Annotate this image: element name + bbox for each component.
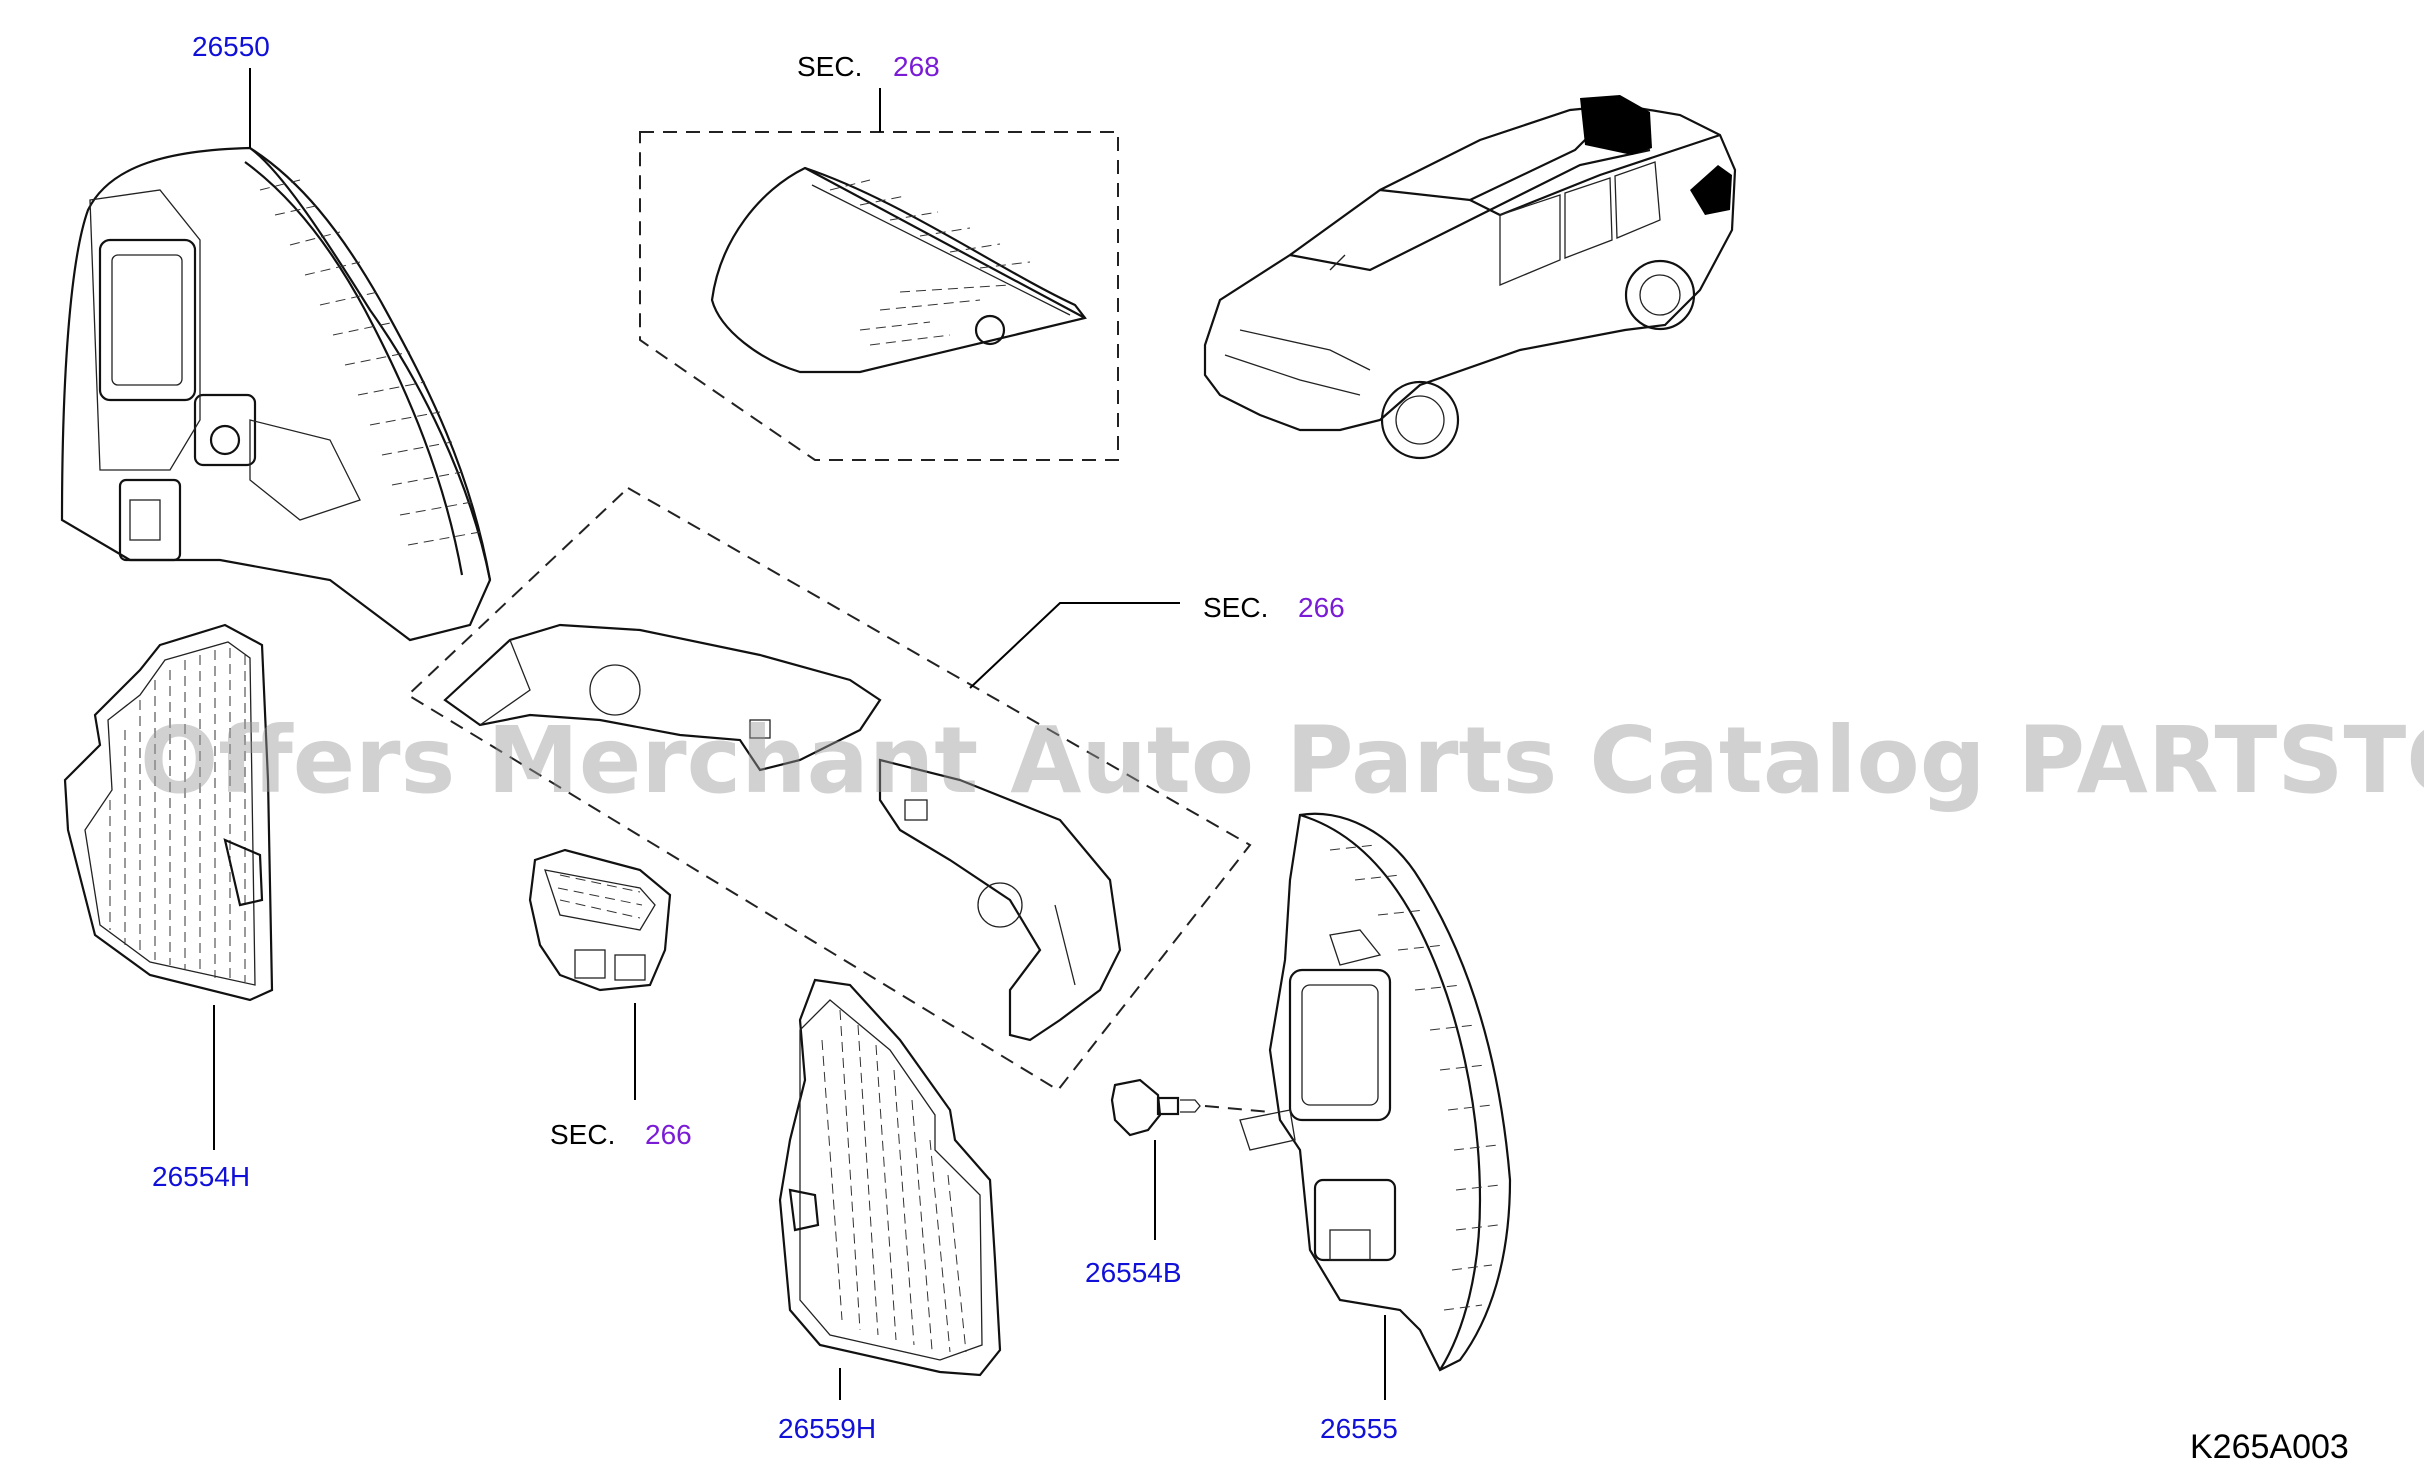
- rear-combination-lamp-left: [60, 146, 492, 642]
- part-label-26555: 26555: [1320, 1413, 1398, 1444]
- bulb-socket: [1110, 1078, 1271, 1137]
- watermark: Offers Merchant Auto Parts Catalog PARTS…: [140, 707, 2424, 814]
- section-ref-number-266-bottom: 266: [645, 1119, 692, 1150]
- part-label-26554B: 26554B: [1085, 1257, 1182, 1288]
- lamp-cover-left: [63, 623, 274, 1002]
- section-ref-prefix-266-bottom: SEC.: [550, 1119, 615, 1150]
- section-ref-number-266-top: 266: [1298, 592, 1345, 623]
- rear-combination-lamp-right: [1239, 812, 1512, 1372]
- vehicle-location-illustration: [1203, 95, 1737, 460]
- part-label-26559H: 26559H: [778, 1413, 876, 1444]
- section-ref-prefix-268: SEC.: [797, 51, 862, 82]
- section-266-finisher-detail: [406, 486, 1252, 1092]
- section-268-detail: [639, 131, 1119, 461]
- section-ref-prefix-266-top: SEC.: [1203, 592, 1268, 623]
- part-label-26550: 26550: [192, 31, 270, 62]
- diagram-code: K265A003: [2190, 1428, 2349, 1466]
- lamp-cover-right: [778, 978, 1002, 1377]
- section-266-license-lamp: [528, 848, 672, 992]
- part-label-26554H: 26554H: [152, 1161, 250, 1192]
- section-ref-number-268: 268: [893, 51, 940, 82]
